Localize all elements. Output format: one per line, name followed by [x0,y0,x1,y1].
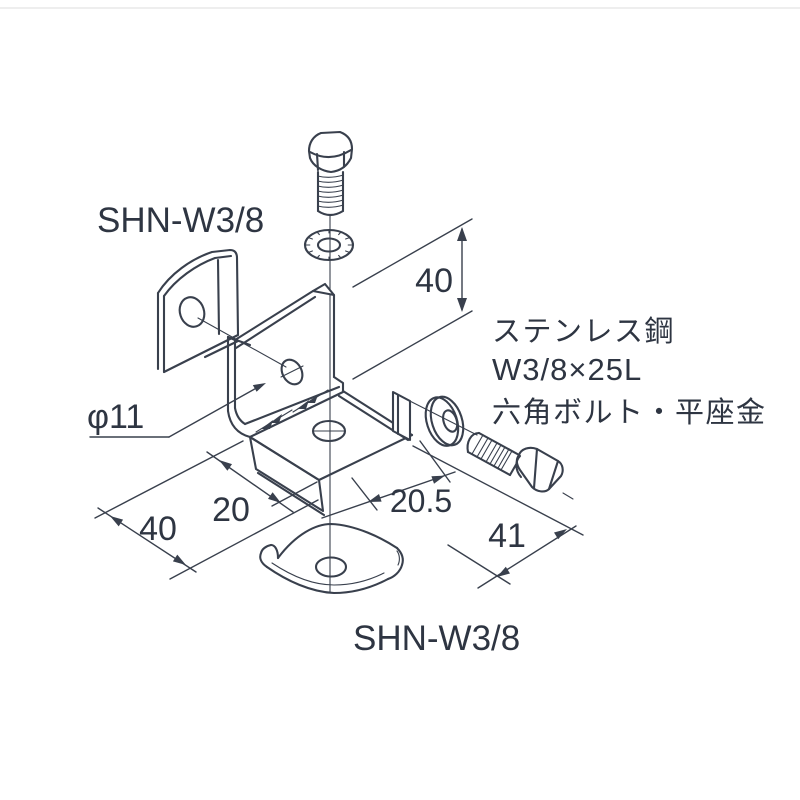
top-hex-bolt [307,130,354,217]
upper-clamp-plate [156,248,287,374]
dim-offset-20: 20 [206,451,318,529]
side-flat-washer [424,395,465,447]
spec-line-parts: 六角ボルト・平座金 [492,396,767,429]
corner-fold-tab [311,282,336,297]
hole-dia-callout: φ11 [87,383,266,438]
dim-lip-20-5: 20.5 [321,440,456,519]
insert-arrow-upper [292,389,329,413]
part-label-top: SHN-W3/8 [97,201,264,240]
side-hex-bolt [393,392,574,500]
dim-depth-41: 41 [412,445,584,589]
dim-depth-value: 41 [488,517,526,555]
dim-width-value: 40 [139,510,177,548]
hole-dia-value: φ11 [87,398,144,436]
dim-height-value: 40 [415,262,453,300]
lower-clamp-plate [259,522,404,595]
spec-line-size: W3/8×25L [492,352,642,387]
top-flat-washer [303,228,355,262]
front-flange [248,435,325,513]
dim-height-40: 40 [352,218,473,380]
side-bolt-center-line [393,392,478,436]
dim-lip-value: 20.5 [390,483,452,519]
lower-clamp-hole [314,556,348,578]
spec-line-material: ステンレス鋼 [492,315,675,348]
main-bracket [226,282,414,517]
dim-offset-value: 20 [212,491,250,529]
spec-text-block: ステンレス鋼 W3/8×25L 六角ボルト・平座金 [492,315,767,429]
insert-arrow-lower [255,409,293,433]
dim-width-40: 40 [94,440,319,580]
part-label-bottom: SHN-W3/8 [353,619,520,658]
